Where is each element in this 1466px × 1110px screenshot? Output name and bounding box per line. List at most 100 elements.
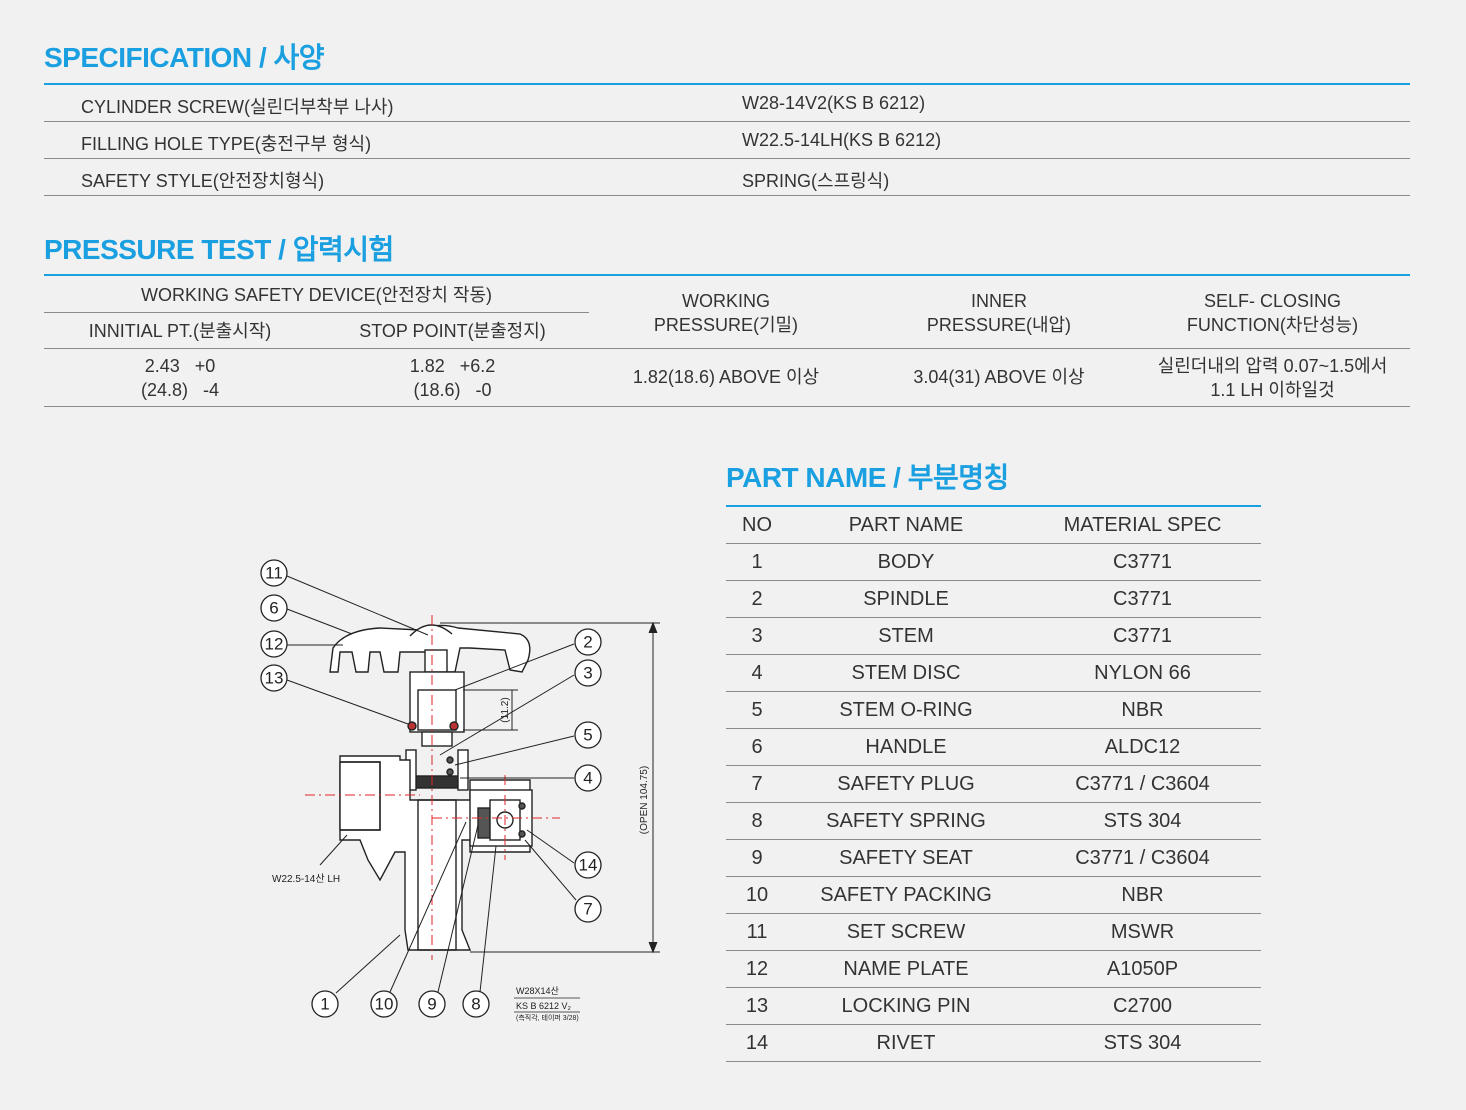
part-material: C3771 / C3604 [1024,765,1261,803]
part-material: C2700 [1024,987,1261,1025]
part-material: A1050P [1024,950,1261,988]
spec-row: SAFETY STYLE(안전장치형식) SPRING(스프링식) [44,159,1410,196]
part-material: C3771 [1024,543,1261,581]
spec-value: SPRING(스프링식) [742,171,890,191]
part-no: 14 [726,1024,788,1062]
part-material: STS 304 [1024,1024,1261,1062]
part-name: LOCKING PIN [788,987,1024,1025]
part-material: C3771 [1024,617,1261,655]
parts-header-row: NO PART NAME MATERIAL SPEC [726,507,1261,544]
callout-9: 9 [427,995,436,1014]
header-initial-pt: INNITIAL PT.(분출시작) [88,321,272,341]
part-no: 12 [726,950,788,988]
callout-2: 2 [583,633,592,652]
part-name: SAFETY PACKING [788,876,1024,914]
part-name: NAME PLATE [788,950,1024,988]
table-bottom-rule [44,406,1410,407]
valve-cross-section-drawing: 11 6 12 13 2 3 5 4 14 7 1 10 9 8 (OPEN 1… [260,559,660,1022]
header-working-line2: PRESSURE(기밀) [653,315,799,335]
part-no: 3 [726,617,788,655]
callout-12: 12 [265,635,284,654]
callout-6: 6 [269,599,278,618]
part-material: NBR [1024,876,1261,914]
part-no: 8 [726,802,788,840]
part-no: 9 [726,839,788,877]
part-material: NBR [1024,691,1261,729]
cylinder-thread-label-1: W28X14산 [516,986,559,996]
part-material: NYLON 66 [1024,654,1261,692]
part-name: STEM DISC [788,654,1024,692]
value-inner-pressure: 3.04(31) ABOVE 이상 [913,367,1085,387]
value-initial-line2: (24.8) -4 [140,380,220,400]
part-name: HANDLE [788,728,1024,766]
dimension-open-label: (OPEN 104.75) [639,766,650,834]
callout-8: 8 [471,995,480,1014]
header-inner-line2: PRESSURE(내압) [926,315,1072,335]
value-self-line2: 1.1 LH 이하일것 [1210,380,1335,400]
header-stop-point: STOP POINT(분출정지) [359,321,546,341]
value-initial-pt: 2.43 +0 (24.8) -4 [44,354,316,402]
part-name: SAFETY SEAT [788,839,1024,877]
header-bottom-rule [44,348,1410,349]
pressure-test-title: PRESSURE TEST / 압력시험 [44,228,394,268]
spec-label: FILLING HOLE TYPE(충전구부 형식) [81,134,372,154]
part-no: 6 [726,728,788,766]
header-self-closing: SELF- CLOSING FUNCTION(차단성능) [1135,289,1410,337]
part-name: STEM O-RING [788,691,1024,729]
part-name-title-ko: / 부분명칭 [893,462,1009,493]
part-name: STEM [788,617,1024,655]
value-stop-line2: (18.6) -0 [413,380,492,400]
pressure-test-rule [44,274,1410,276]
header-no: NO [726,507,788,544]
header-working-line1: WORKING [682,291,770,311]
value-self-closing: 실린더내의 압력 0.07~1.5에서 1.1 LH 이하일것 [1135,354,1410,402]
header-working-pressure: WORKING PRESSURE(기밀) [589,289,863,337]
part-no: 5 [726,691,788,729]
part-name: RIVET [788,1024,1024,1062]
part-no: 2 [726,580,788,618]
spec-value: W28-14V2(KS B 6212) [742,93,926,113]
header-self-line2: FUNCTION(차단성능) [1186,315,1359,335]
part-material: MSWR [1024,913,1261,951]
pressure-test-title-en: PRESSURE TEST [44,234,271,265]
header-self-line1: SELF- CLOSING [1203,291,1342,311]
handle-shape [329,624,531,673]
part-material: C3771 [1024,580,1261,618]
callout-10: 10 [375,995,394,1014]
part-material: C3771 / C3604 [1024,839,1261,877]
callout-7: 7 [583,900,592,919]
value-self-line1: 실린더내의 압력 0.07~1.5에서 [1157,356,1388,376]
specification-rule [44,83,1410,85]
spec-label: CYLINDER SCREW(실린더부착부 나사) [81,97,394,117]
callout-1: 1 [320,995,329,1014]
callout-5: 5 [583,726,592,745]
spec-label: SAFETY STYLE(안전장치형식) [81,171,325,191]
part-material: STS 304 [1024,802,1261,840]
part-material: ALDC12 [1024,728,1261,766]
part-name-title-en: PART NAME [726,462,886,493]
spec-value: W22.5-14LH(KS B 6212) [742,130,942,150]
inlet-thread-label: W22.5-14산 LH [272,873,340,885]
part-no: 1 [726,543,788,581]
specification-title-ko: / 사양 [258,42,325,73]
pressure-test-title-ko: / 압력시험 [278,234,394,265]
dimension-small-label: (11.2) [500,697,511,722]
part-no: 4 [726,654,788,692]
part-name-rule [726,505,1261,507]
callout-14: 14 [579,856,598,875]
part-name: SPINDLE [788,580,1024,618]
callout-3: 3 [583,664,592,683]
safety-device-group-header: WORKING SAFETY DEVICE(안전장치 작동) [140,285,493,305]
